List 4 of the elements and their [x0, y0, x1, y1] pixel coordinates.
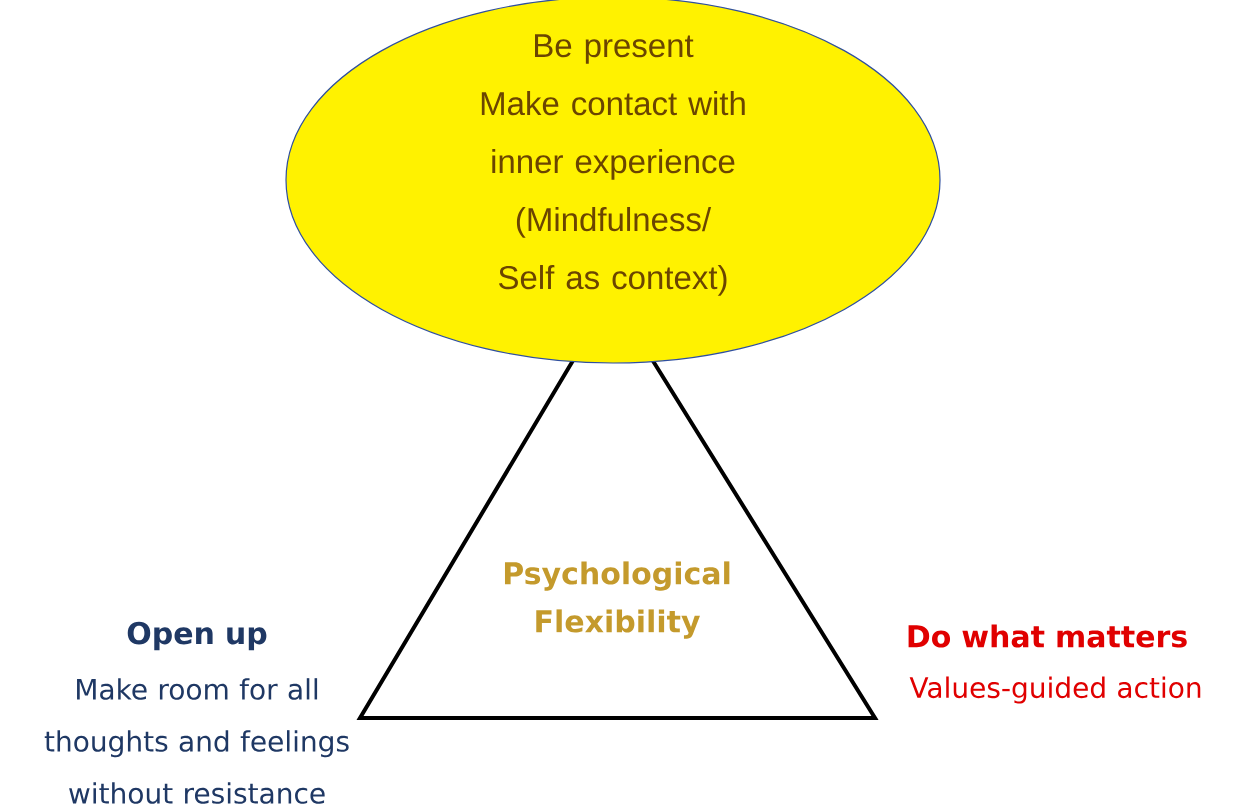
label-text: Values-guided action: [909, 676, 1201, 704]
label-heading: Open up: [127, 621, 267, 651]
label-heading: Do what matters: [908, 624, 1187, 648]
label-text: Make room for all thoughts and feelings without resistance: [44, 678, 349, 804]
